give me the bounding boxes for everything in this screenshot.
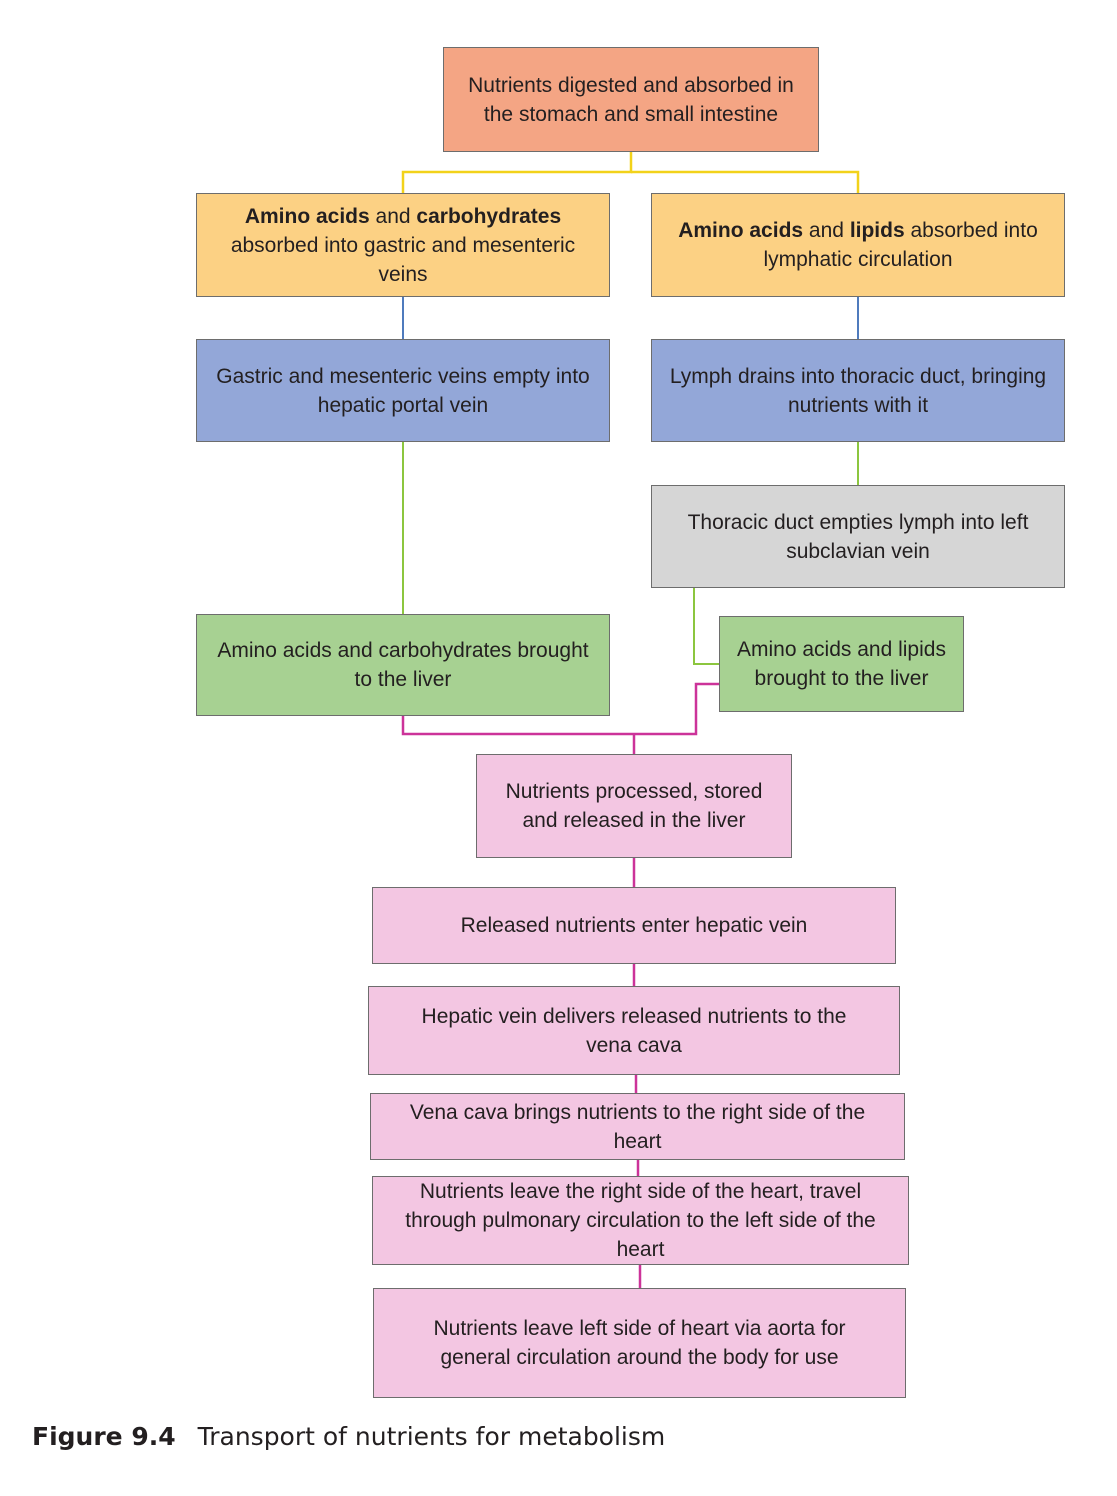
node-aorta-general-circulation: Nutrients leave left side of heart via a… bbox=[373, 1288, 906, 1398]
node-lipids-to-liver: Amino acids and lipids brought to the li… bbox=[719, 616, 964, 712]
node-lymphatic-absorption-part-4: absorbed into lymphatic circulation bbox=[763, 219, 1038, 271]
node-blood-absorption-text: Amino acids and carbohydrates absorbed i… bbox=[207, 202, 599, 289]
node-lymphatic-absorption-bold-3: lipids bbox=[849, 219, 905, 242]
node-hepatic-vein-text: Released nutrients enter hepatic vein bbox=[460, 914, 808, 937]
node-pulmonary-circulation-text: Nutrients leave the right side of the he… bbox=[405, 1180, 876, 1261]
connector-to-liver-arrivals bbox=[402, 442, 859, 665]
node-liver-processing: Nutrients processed, stored and released… bbox=[476, 754, 792, 858]
connector-absorption-to-drainage bbox=[402, 297, 859, 339]
node-lymphatic-absorption-bold-1: Amino acids bbox=[678, 219, 804, 242]
node-lymphatic-absorption: Amino acids and lipids absorbed into lym… bbox=[651, 193, 1065, 297]
node-vena-cava-delivery: Hepatic vein delivers released nutrients… bbox=[368, 986, 900, 1075]
figure-number: Figure 9.4 bbox=[32, 1422, 176, 1451]
node-blood-absorption-bold-3: carbohydrates bbox=[416, 204, 562, 228]
node-carbs-to-liver-text: Amino acids and carbohydrates brought to… bbox=[217, 639, 589, 691]
node-lymphatic-absorption-part-2: and bbox=[803, 219, 850, 242]
node-pulmonary-circulation: Nutrients leave the right side of the he… bbox=[372, 1176, 909, 1265]
node-blood-absorption-bold-1: Amino acids bbox=[244, 204, 370, 228]
connector-liver-and-circulation bbox=[401, 682, 719, 1288]
node-digestion-absorption-text: Nutrients digested and absorbed in the s… bbox=[468, 73, 794, 126]
node-thoracic-duct-drainage: Lymph drains into thoracic duct, bringin… bbox=[651, 339, 1065, 442]
node-blood-absorption-part-4: absorbed into gastric and mesenteric vei… bbox=[230, 233, 576, 286]
node-blood-absorption-part-2: and bbox=[369, 204, 417, 228]
node-vena-cava-delivery-text: Hepatic vein delivers released nutrients… bbox=[421, 1004, 847, 1057]
node-hepatic-vein: Released nutrients enter hepatic vein bbox=[372, 887, 896, 964]
node-thoracic-duct-drainage-text: Lymph drains into thoracic duct, bringin… bbox=[669, 364, 1047, 417]
node-right-heart-text: Vena cava brings nutrients to the right … bbox=[409, 1100, 866, 1153]
node-carbs-to-liver: Amino acids and carbohydrates brought to… bbox=[196, 614, 610, 716]
node-subclavian-vein: Thoracic duct empties lymph into left su… bbox=[651, 485, 1065, 588]
node-right-heart: Vena cava brings nutrients to the right … bbox=[370, 1093, 905, 1160]
figure-title: Transport of nutrients for metabolism bbox=[197, 1422, 666, 1451]
node-digestion-absorption: Nutrients digested and absorbed in the s… bbox=[443, 47, 819, 152]
node-hepatic-portal-vein-text: Gastric and mesenteric veins empty into … bbox=[216, 364, 590, 417]
node-hepatic-portal-vein: Gastric and mesenteric veins empty into … bbox=[196, 339, 610, 442]
connector-start-split bbox=[401, 152, 860, 193]
node-aorta-general-circulation-text: Nutrients leave left side of heart via a… bbox=[433, 1317, 846, 1369]
node-subclavian-vein-text: Thoracic duct empties lymph into left su… bbox=[687, 510, 1029, 563]
node-liver-processing-text: Nutrients processed, stored and released… bbox=[505, 780, 763, 832]
node-lymphatic-absorption-text: Amino acids and lipids absorbed into lym… bbox=[662, 216, 1054, 274]
node-blood-absorption: Amino acids and carbohydrates absorbed i… bbox=[196, 193, 610, 297]
node-lipids-to-liver-text: Amino acids and lipids brought to the li… bbox=[737, 638, 946, 690]
figure-caption: Figure 9.4 Transport of nutrients for met… bbox=[32, 1422, 665, 1451]
